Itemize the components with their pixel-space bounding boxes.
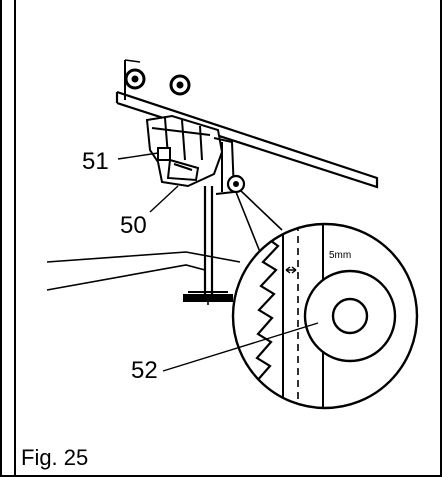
set-screw-52-source (226, 174, 246, 194)
head-screws (124, 68, 191, 96)
callout-52: 52 (131, 357, 158, 384)
fabric-lines (46, 251, 241, 291)
callout-leaders (117, 152, 319, 372)
magnified-detail: 5mm (231, 222, 419, 410)
magnified-measure-label: 5mm (329, 250, 351, 261)
presser-foot-mechanism (145, 114, 236, 305)
callout-51: 51 (82, 148, 109, 175)
figure-caption: Fig. 25 (21, 445, 89, 470)
callout-50: 50 (120, 212, 147, 239)
left-margin-rule (14, 0, 16, 477)
